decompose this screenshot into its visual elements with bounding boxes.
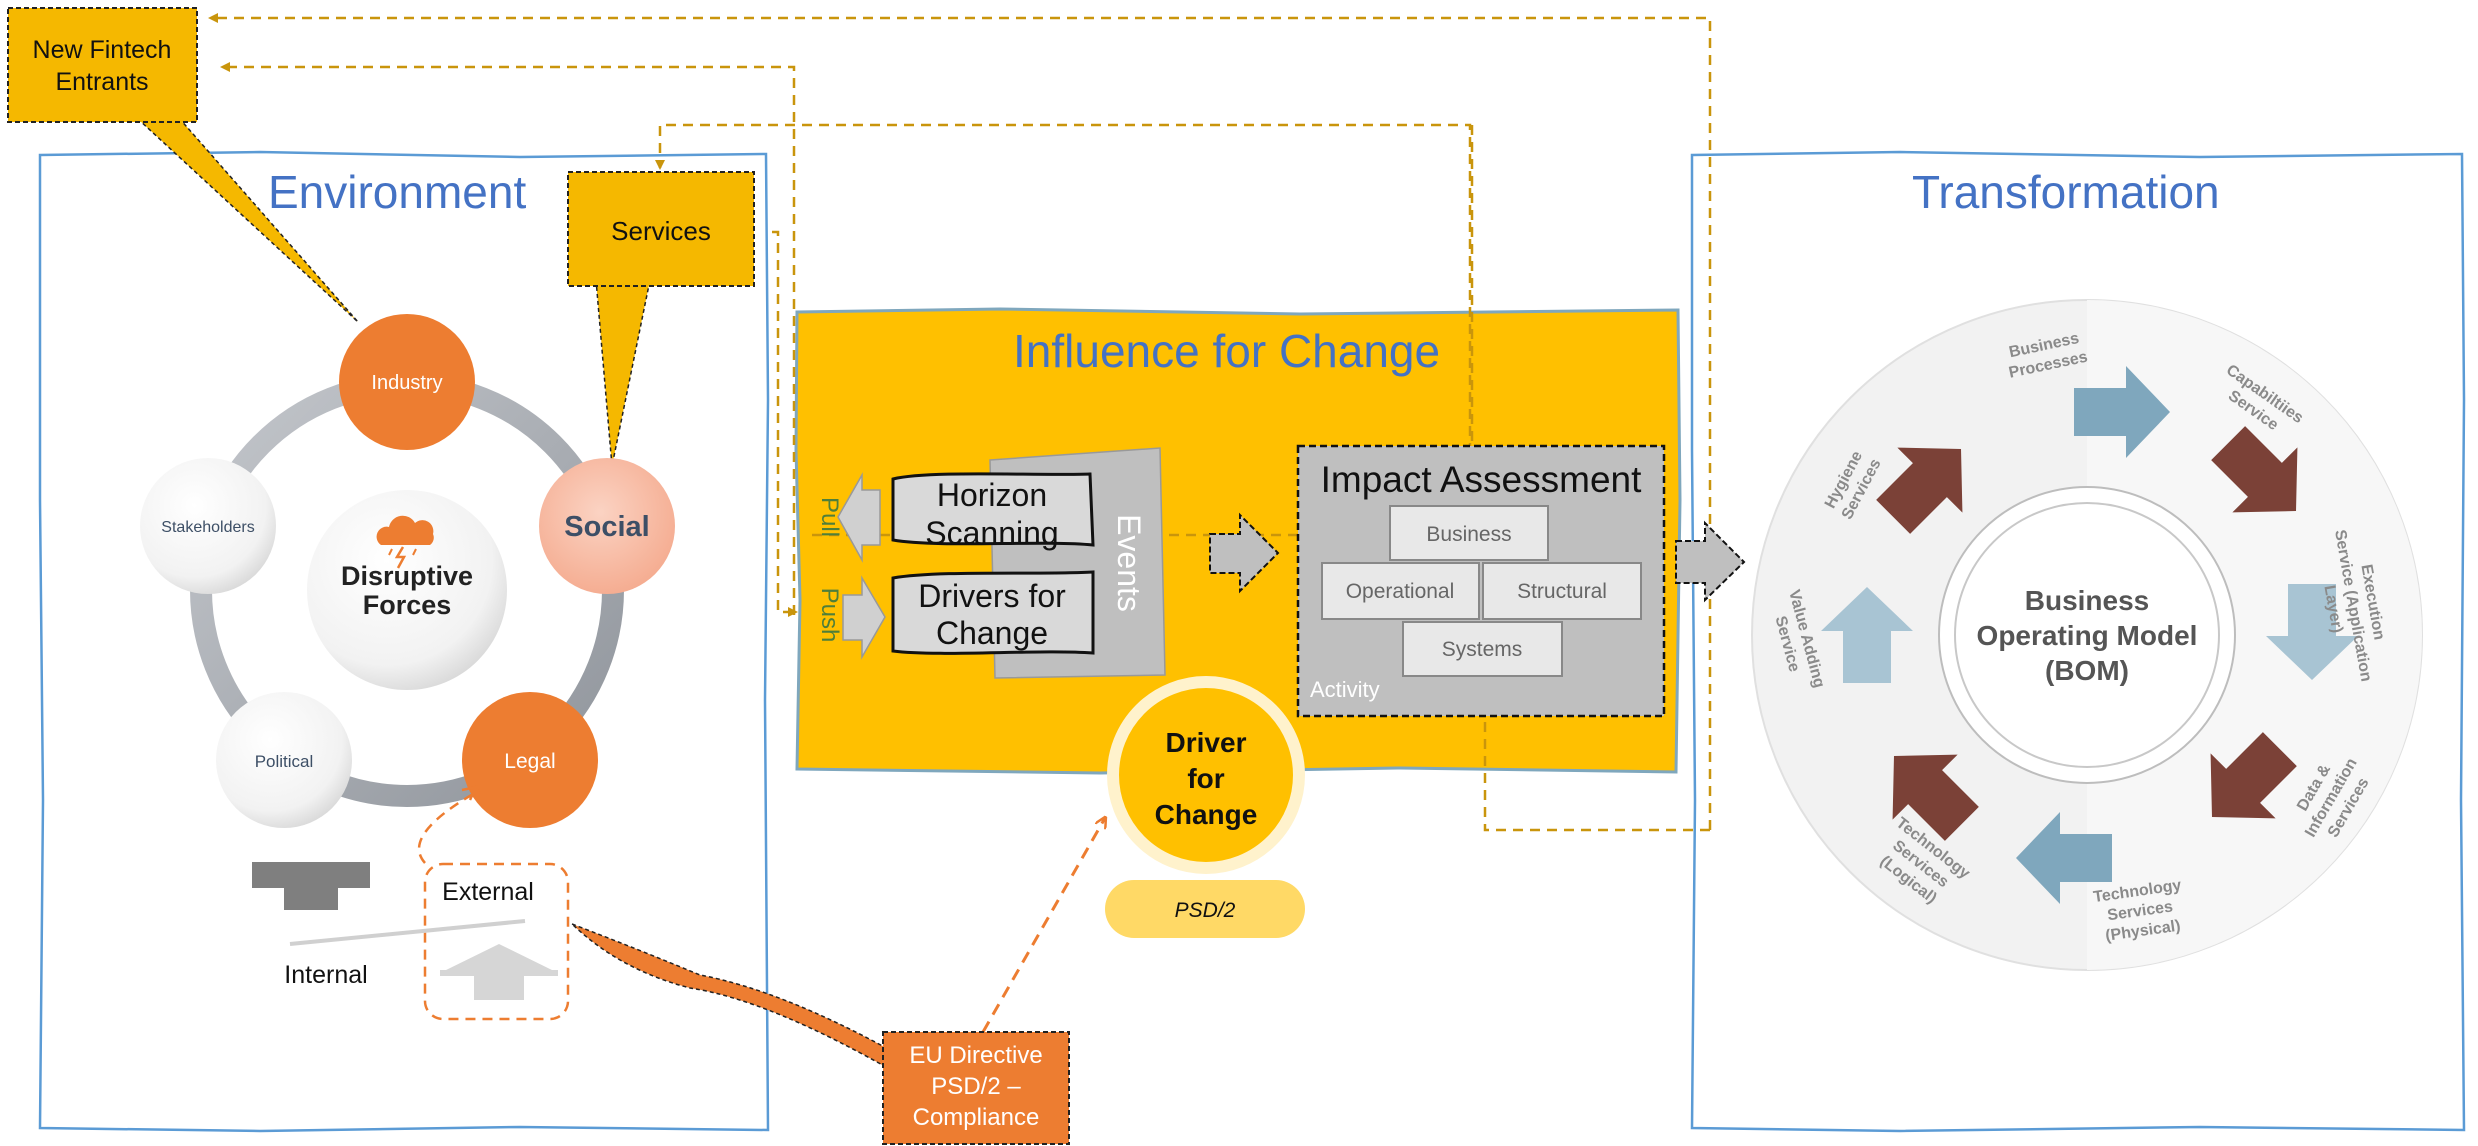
impact-item-structural	[1482, 562, 1642, 620]
transformation-title: Transformation	[1912, 166, 2220, 218]
impact-to-transformation-arrow-icon	[1675, 520, 1746, 603]
callout-services-box	[567, 171, 755, 287]
center-line2: Forces	[363, 590, 452, 620]
callout-eu-line3: Compliance	[913, 1104, 1040, 1131]
impact-item-systems-label: Systems	[1442, 638, 1523, 661]
impact-item-operational	[1321, 562, 1480, 620]
disruptive-forces-wheel: Disruptive Forces Industry Social Legal …	[140, 314, 675, 828]
node-legal-label: Legal	[504, 750, 555, 773]
horizon-line2: Scanning	[925, 515, 1058, 551]
node-legal	[462, 692, 598, 828]
impact-assessment: Impact Assessment Business Operational S…	[1296, 444, 1666, 718]
callout-fintech-line2: Entrants	[55, 68, 148, 96]
callout-eu-directive: EU Directive PSD/2 – Compliance	[571, 818, 1105, 1145]
influence-title: Influence for Change	[1013, 325, 1440, 377]
driver-line2: for	[1187, 763, 1224, 794]
callout-fintech-line1: New Fintech	[33, 36, 172, 64]
push-label: Push	[816, 588, 843, 643]
cloud-storm-icon	[376, 515, 434, 569]
events-to-impact-arrow-icon	[1209, 512, 1280, 594]
bom-line1: Business	[2025, 585, 2150, 616]
down-arrow-icon	[252, 862, 370, 910]
connector-to-services	[655, 123, 1472, 470]
impact-item-business-label: Business	[1426, 523, 1511, 546]
environment-title: Environment	[268, 166, 526, 218]
impact-title: Impact Assessment	[1321, 459, 1643, 500]
pull-arrow-icon	[837, 472, 881, 563]
bom-line2: Operating Model	[1977, 620, 2198, 651]
node-social	[539, 458, 675, 594]
driver-line1: Driver	[1166, 727, 1247, 758]
node-stakeholders	[140, 458, 276, 594]
external-box	[423, 862, 570, 1021]
activity-label: Activity	[1310, 677, 1380, 702]
connector-to-fintech-mid	[220, 62, 796, 615]
legal-to-external-connector	[417, 788, 481, 864]
node-political	[216, 692, 352, 828]
node-stakeholders-label: Stakeholders	[161, 519, 254, 536]
feedback-connectors	[208, 13, 1712, 832]
balance-line	[289, 919, 526, 946]
callout-eu-line1: EU Directive	[909, 1042, 1042, 1069]
bom-line3: (BOM)	[2045, 655, 2129, 686]
drivers-for-change-box	[891, 570, 1095, 655]
cycle-arrow-value-adding	[1821, 587, 1913, 683]
node-social-label: Social	[564, 511, 649, 543]
psd2-pill	[1105, 880, 1305, 938]
pull-label: Pull	[816, 497, 843, 537]
eu-to-driver-connector	[981, 818, 1105, 1033]
connector-to-fintech-top	[208, 13, 1712, 830]
internal-label: Internal	[284, 961, 367, 989]
cycle-arrow-technology-physical	[2016, 812, 2112, 904]
callout-services-label: Services	[611, 216, 711, 246]
drivers-line2: Change	[936, 615, 1048, 651]
connector-bottom-loop	[1480, 680, 1710, 832]
callout-eu-box	[882, 1031, 1070, 1145]
bom-wheel: Business Operating Model (BOM) Business …	[1751, 299, 2423, 971]
connector-services-return	[772, 230, 798, 617]
impact-item-systems	[1402, 621, 1563, 677]
cycle-arrow-data-information	[2210, 732, 2297, 819]
push-arrow-icon	[842, 575, 886, 660]
impact-item-business	[1389, 505, 1549, 561]
disruptive-forces-center	[307, 490, 507, 690]
callout-services: Services	[567, 171, 755, 467]
impact-item-operational-label: Operational	[1346, 580, 1455, 603]
callout-eu-line2: PSD/2 –	[931, 1073, 1021, 1100]
events-block: Events Horizon Scanning Drivers for Chan…	[816, 447, 1280, 679]
cycle-arrows	[1821, 366, 2358, 904]
up-arrow-base	[440, 970, 558, 1000]
external-internal-balance: External Internal	[252, 785, 570, 1021]
callout-fintech: New Fintech Entrants	[7, 7, 359, 323]
horizon-line1: Horizon	[937, 477, 1047, 513]
events-label: Events	[1111, 514, 1147, 612]
cycle-arrow-hygiene	[1876, 447, 1963, 534]
cycle-arrow-technology-logical	[1892, 754, 1979, 841]
callout-fintech-box	[7, 7, 198, 123]
node-political-label: Political	[255, 752, 314, 771]
external-label: External	[442, 878, 534, 906]
cycle-arrow-execution	[2266, 584, 2358, 680]
node-industry-label: Industry	[371, 372, 442, 394]
driver-for-change: Driver for Change PSD/2	[1105, 676, 1305, 938]
driver-line3: Change	[1155, 799, 1258, 830]
cycle-arrow-capabilities	[2211, 426, 2298, 513]
horizon-scanning-box	[891, 472, 1095, 547]
psd2-label: PSD/2	[1175, 899, 1236, 922]
impact-item-structural-label: Structural	[1517, 580, 1607, 603]
up-arrow-icon	[442, 944, 556, 972]
node-industry	[339, 314, 475, 450]
driver-for-change-circle	[1107, 676, 1305, 874]
center-line1: Disruptive	[341, 561, 473, 591]
drivers-line1: Drivers for	[918, 578, 1066, 614]
cycle-arrow-business-processes	[2074, 366, 2170, 458]
